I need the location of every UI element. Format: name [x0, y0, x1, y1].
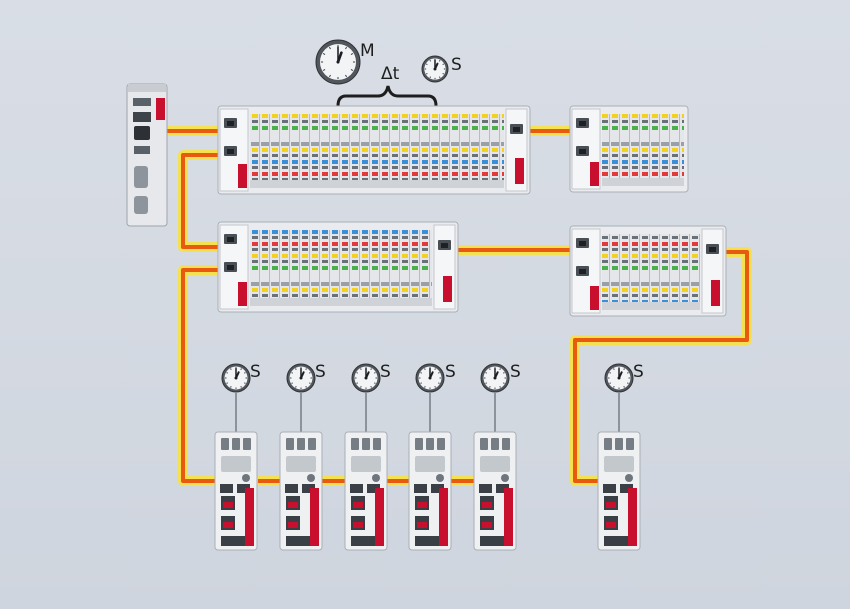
terminal-block-row2-right-terminals	[602, 234, 700, 308]
terminal-block-row2-main-brand-mark-end	[443, 276, 452, 302]
industrial-pc-master	[126, 83, 168, 227]
industrial-pc-brand-mark	[156, 98, 165, 120]
terminal-block-row1-right-terminals	[602, 114, 684, 184]
industrial-pc-dsub	[134, 166, 148, 188]
servo-drive-4-port-out	[431, 484, 444, 493]
servo-drive-6	[597, 431, 641, 551]
terminal-block-row1-right	[569, 105, 689, 193]
slave-clock-label-drive-2: S	[315, 362, 326, 382]
servo-drive-4-port-in	[414, 484, 427, 493]
slave-clock-icon-top	[421, 55, 449, 83]
clocks	[221, 39, 634, 393]
terminal-block-row1-main	[217, 105, 531, 195]
servo-drive-1-port-in	[220, 484, 233, 493]
servo-drive-2-display	[286, 456, 316, 472]
servo-drive-6-port-in	[603, 484, 616, 493]
servo-drive-1-brand-mark	[245, 488, 254, 546]
delta-t-brace	[336, 85, 438, 107]
servo-drive-6-port-out	[620, 484, 633, 493]
slave-clock-label-drive-3: S	[380, 362, 391, 382]
servo-drive-1-display	[221, 456, 251, 472]
terminal-block-row1-right-brand-mark	[590, 162, 599, 186]
slave-clock-label-top: S	[451, 55, 462, 75]
servo-drive-2-port-out	[302, 484, 315, 493]
slave-clock-icon-drive-1	[221, 363, 251, 393]
servo-drive-2-brand-mark	[310, 488, 319, 546]
servo-drive-5-port-in	[479, 484, 492, 493]
servo-drive-4-brand-mark	[439, 488, 448, 546]
servo-drive-5-port-out	[496, 484, 509, 493]
servo-drive-5-display	[480, 456, 510, 472]
slave-clock-icon-drive-6	[604, 363, 634, 393]
terminal-block-row2-main-terminals	[250, 230, 432, 304]
terminal-block-row2-right-brand-mark	[590, 286, 599, 310]
clock-hangers	[235, 393, 620, 432]
servo-drive-3-port-in	[350, 484, 363, 493]
servo-drive-4	[408, 431, 452, 551]
servo-drive-1-port-out	[237, 484, 250, 493]
master-clock-icon	[315, 39, 361, 85]
servo-drive-2	[279, 431, 323, 551]
slave-clock-label-drive-4: S	[445, 362, 456, 382]
terminal-block-row1-main-brand-mark	[238, 164, 247, 188]
servo-drive-3-port-out	[367, 484, 380, 493]
servo-drive-5-brand-mark	[504, 488, 513, 546]
slave-clock-icon-drive-4	[415, 363, 445, 393]
slave-clock-label-drive-1: S	[250, 362, 261, 382]
cable-inner-2	[181, 153, 222, 249]
servo-drive-3-brand-mark	[375, 488, 384, 546]
master-clock-label: M	[360, 41, 375, 61]
slave-clock-label-drive-5: S	[510, 362, 521, 382]
slave-clock-icon-drive-5	[480, 363, 510, 393]
servo-drive-3-display	[351, 456, 381, 472]
devices	[126, 83, 727, 551]
terminal-block-row2-right-brand-mark-end	[711, 280, 720, 306]
servo-drive-3	[344, 431, 388, 551]
slave-clock-icon-drive-2	[286, 363, 316, 393]
cable-inner-9	[573, 250, 749, 483]
industrial-pc-ethernet-port	[134, 126, 150, 140]
servo-drive-5	[473, 431, 517, 551]
servo-drive-6-brand-mark	[628, 488, 637, 546]
terminal-block-row2-main	[217, 221, 459, 313]
slave-clock-label-drive-6: S	[633, 362, 644, 382]
cable-inner-3	[181, 268, 222, 483]
terminal-block-row2-right	[569, 225, 727, 317]
slave-clock-icon-drive-3	[351, 363, 381, 393]
terminal-block-row2-main-brand-mark	[238, 282, 247, 306]
delta-t-label: Δt	[381, 64, 400, 84]
servo-drive-1	[214, 431, 258, 551]
servo-drive-4-display	[415, 456, 445, 472]
terminal-block-row1-main-brand-mark-end	[515, 158, 524, 184]
servo-drive-6-display	[604, 456, 634, 472]
servo-drive-2-port-in	[285, 484, 298, 493]
terminal-block-row1-main-terminals	[250, 114, 504, 186]
